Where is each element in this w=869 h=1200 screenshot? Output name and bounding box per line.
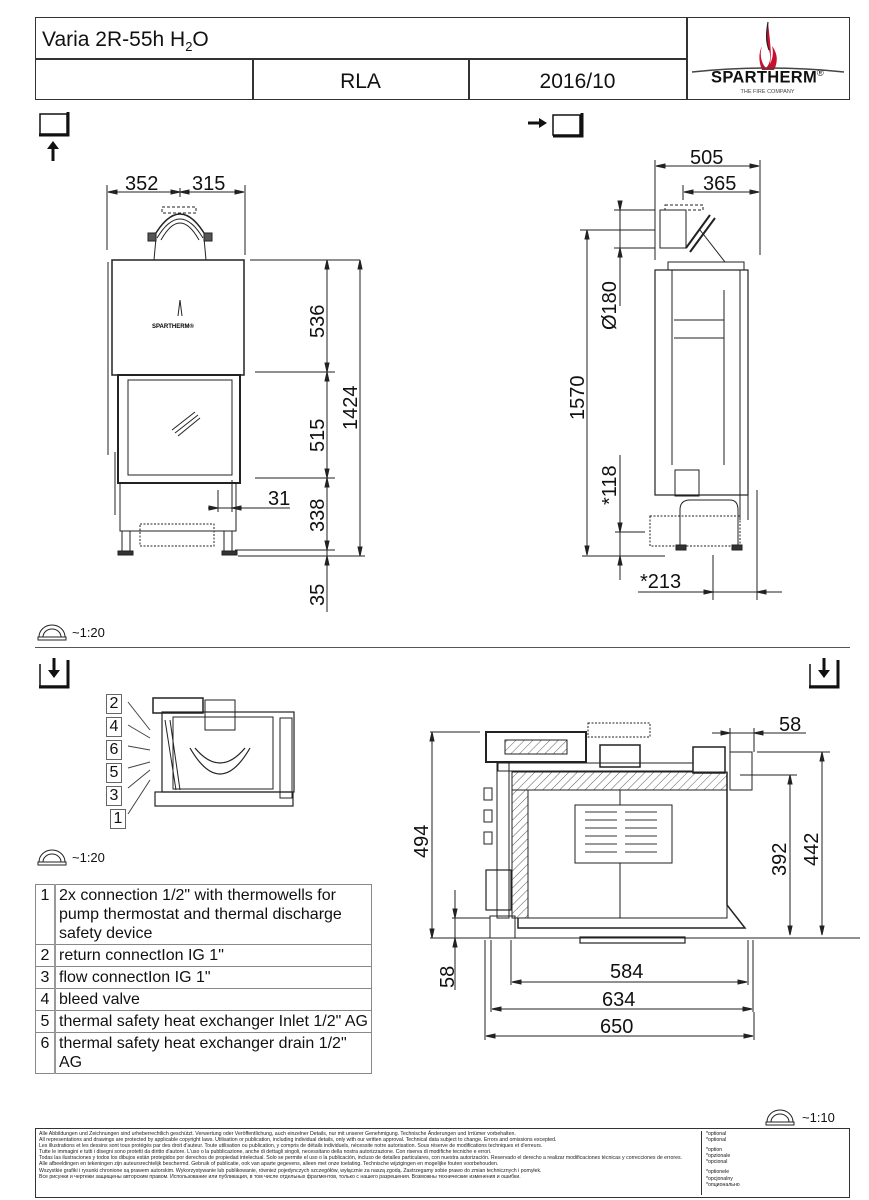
dim-352: 352 [125,173,158,195]
optional-labels: *optional *optional *option *opzionale *… [701,1131,851,1195]
callout-1: 1 [110,809,126,829]
dim-536: 536 [307,305,329,338]
dim-442: 442 [801,833,823,866]
dim-213: *213 [640,571,681,593]
dim-1424: 1424 [340,386,362,431]
copyright-es: Todas las ilustraciones y todos los dibu… [39,1155,683,1162]
copyright-it: Tutte le immagini e tutti i disegni sono… [39,1149,492,1156]
optional-pl: *opcjonalny [706,1175,733,1182]
model-subscript: 2 [185,39,193,55]
legend-number: 4 [35,988,56,1011]
product-logo-text: SPARTHERM® [152,323,195,330]
dim-315: 315 [192,173,225,195]
optional-ru: *опционально [706,1181,740,1188]
copyright-footer: Alle Abbildungen und Zeichnungen sind ur… [35,1128,850,1198]
front-view-drawing: 352 315 536 515 1424 31 338 35 505 365 Ø… [106,147,782,612]
callout-4: 4 [106,717,122,737]
copyright-fr: Les illustrations et les dessins sont to… [39,1143,543,1150]
dim-338: 338 [307,499,329,532]
dim-392: 392 [769,843,791,876]
scale-label-top-small: ~1:20 [72,850,105,865]
variant-label: RLA [340,70,381,93]
brand-tagline: THE FIRE COMPANY [740,89,795,95]
callout-6: 6 [106,740,122,760]
model-name: Varia 2R-55h H [42,28,186,51]
brand-text: SPARTHERM [711,68,818,87]
model-title: Varia 2R-55h H2O [42,28,209,54]
dim-diameter-180: Ø180 [599,281,621,330]
dim-584: 584 [610,961,643,983]
callout-5: 5 [106,763,122,783]
callout-list: 2 4 6 5 3 1 [106,694,126,829]
dim-365: 365 [703,173,736,195]
dim-58-bottom: 58 [437,966,459,988]
dim-35: 35 [307,584,329,606]
optional-de: *optional [706,1131,727,1137]
copyright-de: Alle Abbildungen und Zeichnungen sind ur… [39,1131,516,1137]
registered-mark: ® [817,68,824,78]
dim-505: 505 [690,147,723,169]
optional-en: *optional [706,1137,727,1144]
legend-text: thermal safety heat exchanger drain 1/2"… [54,1032,372,1074]
top-view-icon [39,658,70,689]
dim-515: 515 [307,419,329,452]
front-view-icon [39,112,70,161]
copyright-nl: Alle afbeeldingen en tekeningen zijn aut… [39,1161,499,1168]
dim-31: 31 [268,488,290,510]
dim-118: *118 [599,465,621,505]
date-label: 2016/10 [539,70,616,93]
callout-3: 3 [106,786,122,806]
legend-number: 6 [35,1032,56,1074]
scale-icon [765,1109,795,1126]
dim-494: 494 [411,825,433,858]
optional-es: *opcional [706,1159,728,1166]
copyright-pl: Wszystkie grafiki i rysunki chronione są… [39,1167,542,1174]
legend-text: return connectIon IG 1" [54,944,372,967]
scale-icon [37,624,67,641]
side-view-icon [528,113,584,138]
title-block: Varia 2R-55h H2O RLA 2016/10 SPARTHERM® … [35,17,850,100]
model-suffix: O [192,28,209,51]
top-view-icon-right [809,658,840,689]
dim-1570: 1570 [567,376,589,421]
dim-650: 650 [600,1016,633,1038]
copyright-en: All representations and drawings are pro… [39,1137,557,1144]
optional-it: *opzionale [706,1153,731,1160]
top-view-large-drawing: 58 494 392 442 58 584 634 650 [411,714,860,1040]
spartherm-logo: SPARTHERM® THE FIRE COMPANY [686,18,849,99]
scale-label-front: ~1:20 [72,625,105,640]
flame-icon [691,21,845,73]
product-flame-icon [177,299,183,317]
scale-icon [37,849,67,866]
optional-nl: *optionele [706,1169,730,1176]
callout-2: 2 [106,694,122,714]
optional-fr: *option [706,1147,723,1154]
brand-name: SPARTHERM® [686,68,849,88]
top-view-small-drawing [127,697,295,815]
copyright-text: Alle Abbildungen und Zeichnungen sind ur… [39,1131,689,1180]
scale-label-top-large: ~1:10 [802,1110,835,1125]
section-divider [35,647,850,648]
copyright-ru: Все рисунки и чертежи защищены авторским… [39,1173,521,1180]
dim-58-top: 58 [779,714,801,736]
dim-634: 634 [602,989,635,1011]
